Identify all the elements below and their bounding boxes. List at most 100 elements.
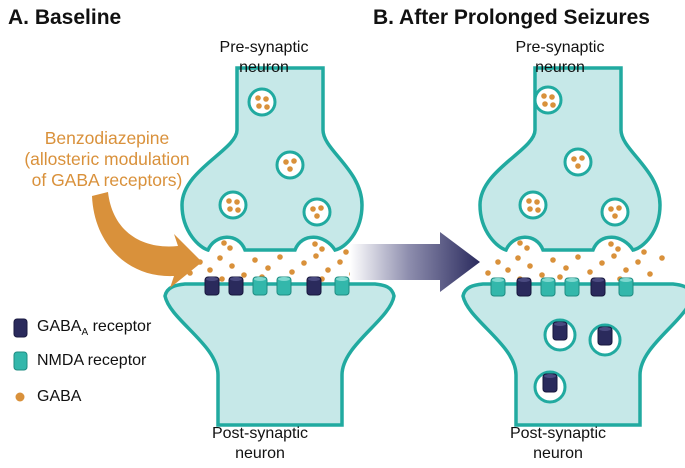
legend-nmda: NMDA receptor [11, 350, 146, 372]
benzodiazepine-annotation: Benzodiazepine (allosteric modulation of… [2, 128, 212, 191]
gaba-molecule [235, 207, 241, 213]
panel-b-title: B. After Prolonged Seizures [373, 6, 650, 29]
gaba-molecule [534, 199, 540, 205]
gaba-molecule [287, 166, 293, 172]
gaba-molecule [227, 245, 233, 251]
vesicle [518, 190, 548, 220]
gaba-molecule [587, 269, 593, 275]
receptor-top [592, 278, 604, 282]
legend-gabaa-label: GABAA receptor [37, 318, 151, 338]
annotation-line2: (allosteric modulation [24, 149, 190, 169]
gaba-molecule [550, 102, 556, 108]
post-label-line1: Post-synaptic [509, 425, 607, 442]
receptor-top [206, 277, 218, 281]
gaba-molecule [217, 255, 223, 261]
gaba-molecule [291, 158, 297, 164]
receptor-top [544, 374, 556, 378]
gaba-molecule [659, 255, 665, 261]
gabaa-prefix: GABA [37, 317, 82, 335]
benzodiazepine-arrow [92, 192, 202, 288]
gaba-molecule [549, 94, 555, 100]
gaba-molecule [571, 156, 577, 162]
gaba-molecule [227, 206, 233, 212]
gaba-molecule [265, 265, 271, 271]
legend-gaba-label: GABA [37, 388, 82, 405]
receptor-top [542, 278, 554, 282]
gaba-molecule [550, 257, 556, 263]
gaba-molecule [219, 276, 225, 282]
receptor-top [566, 278, 578, 282]
post-synaptic-neuron-b [461, 282, 685, 427]
receptor-top [492, 278, 504, 282]
pre-synaptic-label-a: Pre-synaptic neuron [184, 38, 344, 78]
panel-a-title: A. Baseline [8, 6, 122, 29]
receptor-top [336, 277, 348, 281]
gaba-molecule [495, 259, 501, 265]
gaba-molecule [535, 207, 541, 213]
transition-arrow [350, 232, 480, 292]
pre-label-line2: neuron [535, 59, 585, 76]
pre-label-line1: Pre-synaptic [515, 39, 605, 56]
legend-gaba: GABA [11, 386, 81, 408]
gaba-molecule [263, 96, 269, 102]
gaba-molecule [207, 267, 213, 273]
legend-gabaa: GABAA receptor [11, 317, 151, 339]
legend-nmda-label: NMDA receptor [37, 352, 147, 369]
gaba-molecule [541, 93, 547, 99]
annotation-line3: of GABA receptors) [31, 170, 183, 190]
gaba-molecule [301, 260, 307, 266]
gaba-molecule [635, 259, 641, 265]
gaba-molecule [575, 163, 581, 169]
gaba-molecule [612, 213, 618, 219]
receptor-top [230, 277, 242, 281]
gaba-molecule [517, 240, 523, 246]
gaba-molecule [256, 103, 262, 109]
gaba-molecule [647, 271, 653, 277]
gaba-molecule [505, 267, 511, 273]
vesicle [600, 197, 630, 227]
post-synaptic-label-b: Post-synaptic neuron [478, 424, 638, 464]
gaba-molecule [314, 213, 320, 219]
vesicle [302, 197, 332, 227]
gaba-molecule [599, 260, 605, 266]
post-label-line2: neuron [235, 445, 285, 462]
gaba-molecule [337, 259, 343, 265]
receptor-top [254, 277, 266, 281]
gaba-molecule [289, 269, 295, 275]
gaba-molecule [527, 263, 533, 269]
gaba-molecule [283, 159, 289, 165]
gaba-molecule [485, 270, 491, 276]
gabaa-receptor-icon [13, 318, 28, 338]
annotation-line1: Benzodiazepine [44, 128, 170, 148]
gaba-molecule [539, 272, 545, 278]
gaba-molecule [319, 246, 325, 252]
gaba-molecule [579, 155, 585, 161]
nmda-receptor-icon [13, 351, 28, 371]
gaba-molecule [608, 241, 614, 247]
gaba-molecule [615, 246, 621, 252]
vesicle [218, 190, 248, 220]
gaba-molecule [641, 249, 647, 255]
gaba-molecule [524, 245, 530, 251]
vesicle [563, 147, 593, 177]
post-label-line1: Post-synaptic [211, 425, 309, 442]
gaba-molecule [241, 272, 247, 278]
gaba-molecule [343, 249, 349, 255]
gabaa-subscript: A [81, 327, 89, 339]
vesicle [533, 85, 563, 115]
post-synaptic-neuron-a [163, 282, 396, 427]
vesicle [275, 150, 305, 180]
gabaa-suffix: receptor [88, 317, 152, 335]
gaba-molecule [515, 255, 521, 261]
gaba-molecule [234, 199, 240, 205]
gaba-dot-icon [15, 392, 25, 402]
gaba-molecule [616, 205, 622, 211]
gaba-molecule [318, 205, 324, 211]
post-synaptic-label-a: Post-synaptic neuron [180, 424, 340, 464]
gaba-molecule [252, 257, 258, 263]
gaba-molecule [526, 198, 532, 204]
gaba-molecule [277, 254, 283, 260]
receptor-top [599, 327, 611, 331]
gaba-molecule [229, 263, 235, 269]
